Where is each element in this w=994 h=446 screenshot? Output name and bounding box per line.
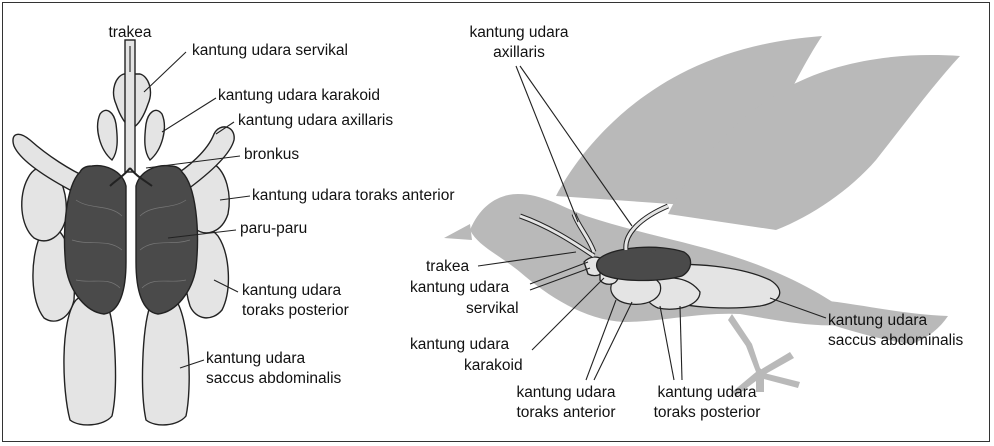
label-saccus-abdominalis-left-line2: saccus abdominalis	[206, 370, 341, 388]
label-trakea-right: trakea	[426, 258, 469, 276]
label-axillaris-right-line2: axillaris	[444, 44, 594, 62]
label-toraks-anterior-right-line1: kantung udara	[500, 384, 632, 402]
right-karakoid-sac	[145, 110, 165, 160]
label-toraks-posterior-right-line1: kantung udara	[636, 384, 778, 402]
label-paru-paru-left: paru-paru	[240, 220, 307, 238]
right-saccus-abdominalis-sac	[143, 295, 190, 425]
label-toraks-anterior-left: kantung udara toraks anterior	[252, 187, 454, 205]
left-saccus-abdominalis-sac	[64, 295, 116, 425]
label-trakea-left: trakea	[92, 24, 168, 42]
label-servikal-left: kantung udara servikal	[192, 42, 348, 60]
label-toraks-posterior-left-line1: kantung udara	[242, 282, 341, 300]
label-toraks-posterior-right-line2: toraks posterior	[636, 404, 778, 422]
label-saccus-abdominalis-left-line1: kantung udara	[206, 350, 305, 368]
label-saccus-abdominalis-right-line2: saccus abdominalis	[828, 332, 963, 350]
label-karakoid-right-line2: karakoid	[464, 357, 523, 375]
right-lung	[597, 247, 691, 280]
left-lung	[65, 166, 126, 314]
label-servikal-right-line2: servikal	[466, 300, 519, 318]
label-karakoid-left: kantung udara karakoid	[218, 87, 380, 105]
left-respiratory-system	[13, 40, 234, 425]
label-toraks-anterior-right-line2: toraks anterior	[500, 404, 632, 422]
label-karakoid-right-line1: kantung udara	[410, 336, 509, 354]
left-karakoid-sac	[98, 110, 118, 160]
right-lung	[136, 166, 197, 314]
label-bronkus-left: bronkus	[244, 146, 299, 164]
label-toraks-posterior-left-line2: toraks posterior	[242, 302, 349, 320]
label-saccus-abdominalis-right-line1: kantung udara	[828, 312, 927, 330]
label-axillaris-right-line1: kantung udara	[444, 24, 594, 42]
label-servikal-right-line1: kantung udara	[410, 279, 509, 297]
label-axillaris-left: kantung udara axillaris	[238, 112, 393, 130]
